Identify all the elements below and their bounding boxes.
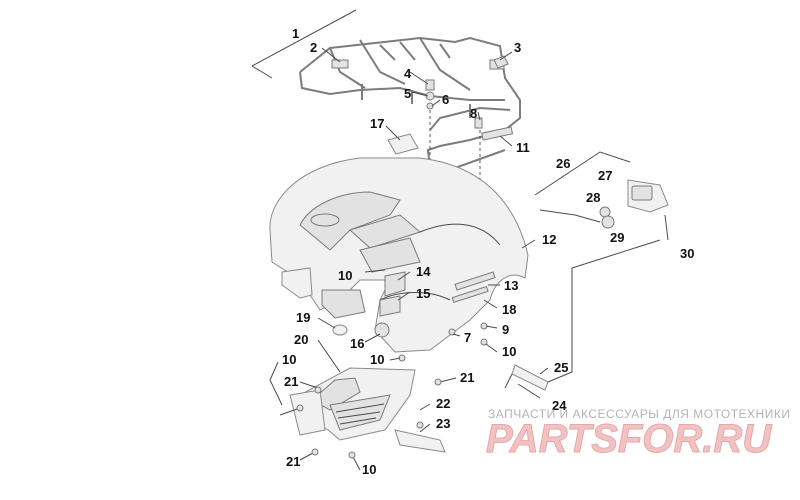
callout-11: 11 [516,140,530,155]
rack-reflector-strip [481,126,514,141]
rack-bracket-left [331,59,349,69]
fasteners-bottom [296,378,442,459]
rear-fender [269,157,529,353]
vent-15 [379,295,401,317]
callout-22: 22 [436,396,450,411]
callout-27: 27 [598,168,612,183]
reflector-13 [454,271,496,291]
callout-21-right: 21 [460,370,474,385]
callout-12: 12 [542,232,556,247]
bolt-8 [474,117,483,129]
callout-25: 25 [554,360,568,375]
callout-13: 13 [504,278,518,293]
callout-7: 7 [464,330,471,345]
callout-16: 16 [350,336,364,351]
callout-6: 6 [442,92,449,107]
callout-26: 26 [556,156,570,171]
callout-18: 18 [502,302,516,317]
callout-29: 29 [610,230,624,245]
callout-10-mid: 10 [370,352,384,367]
callout-21-left: 21 [284,374,298,389]
watermark-tagline: ЗАПЧАСТИ И АКСЕССУАРЫ ДЛЯ МОТОТЕХНИКИ [488,407,790,421]
callout-28: 28 [586,190,600,205]
footrest-22 [394,429,446,453]
latch-14 [384,271,406,297]
callout-labels: 1 2 3 4 5 6 8 11 17 26 27 28 29 30 12 10… [282,26,694,477]
footwell [289,367,416,441]
washer-19 [332,324,348,336]
bracket-left [321,289,366,319]
bracket-25 [511,364,549,391]
cap-16 [374,322,390,338]
callout-10-bottom: 10 [362,462,376,477]
nut-3 [493,55,509,69]
callout-10-top: 10 [338,268,352,283]
callout-23: 23 [436,416,450,431]
leader-lines [269,47,549,471]
callout-1: 1 [292,26,299,41]
watermark-logo: PARTSFOR.RU [486,417,772,461]
fastener-7 [448,328,456,336]
bulb-28 [599,206,611,218]
spacer-6 [426,102,434,110]
callout-8: 8 [470,106,477,121]
callout-19: 19 [296,310,310,325]
mudflap-left [281,267,313,299]
callout-3: 3 [514,40,521,55]
tail-light-assembly [534,151,669,241]
callout-24: 24 [552,398,567,413]
rack-hardware [425,55,509,129]
side-panel [289,389,326,436]
callout-17: 17 [370,116,384,131]
callout-4: 4 [404,66,412,81]
socket-29 [601,215,615,229]
callout-14: 14 [416,264,431,279]
callout-30: 30 [680,246,694,261]
callout-10-left: 10 [282,352,296,367]
trim-18 [451,285,489,304]
fastener-10a [480,338,488,346]
callout-9: 9 [502,322,509,337]
callout-15: 15 [416,286,430,301]
leader-1-bracket [251,9,357,67]
callout-21-bottom: 21 [286,454,300,469]
callout-10-right: 10 [502,344,516,359]
decal-17 [387,133,419,155]
bolt-4 [425,79,435,91]
callout-2: 2 [310,40,317,55]
callout-5: 5 [404,86,411,101]
callout-20: 20 [294,332,308,347]
watermark: ЗАПЧАСТИ И АКСЕССУАРЫ ДЛЯ МОТОТЕХНИКИ PA… [486,407,790,462]
